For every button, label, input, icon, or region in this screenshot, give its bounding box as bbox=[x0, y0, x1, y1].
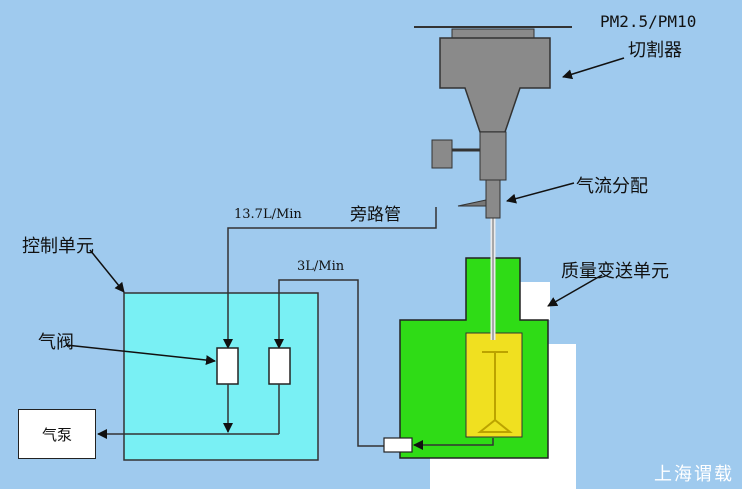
valve-pointer bbox=[65, 344, 216, 366]
valve-label: 气阀 bbox=[38, 332, 74, 353]
bypass-label: 旁路管 bbox=[350, 205, 401, 225]
flow-main-label: 13.7L/Min bbox=[234, 207, 302, 222]
cutter-label-line1: PM2.5/PM10 bbox=[600, 12, 697, 31]
mass-pointer bbox=[547, 274, 603, 307]
bypass-flow-line bbox=[223, 207, 437, 349]
control-pointer bbox=[89, 249, 125, 293]
control-unit-label: 控制单元 bbox=[22, 236, 94, 257]
cutter-label-line2: 切割器 bbox=[628, 40, 682, 61]
pump-label: 气泵 bbox=[41, 425, 72, 444]
bypass-tube bbox=[457, 199, 487, 207]
white-backdrop-small bbox=[520, 282, 550, 320]
mass-transfer-unit-label: 质量变送单元 bbox=[561, 261, 669, 282]
air-pump: 气泵 bbox=[18, 409, 96, 459]
oscillating-element bbox=[477, 351, 513, 433]
sample-flow-line bbox=[274, 279, 398, 447]
flow-splitter bbox=[485, 179, 501, 219]
valve-right bbox=[268, 347, 291, 385]
flow-splitter-label: 气流分配 bbox=[576, 176, 648, 197]
outlet-connector bbox=[383, 437, 413, 453]
valve-left bbox=[216, 347, 239, 385]
flow-sample-label: 3L/Min bbox=[297, 259, 345, 274]
side-knob bbox=[431, 139, 453, 169]
cutter-body bbox=[439, 37, 551, 133]
cutter-pointer bbox=[562, 57, 625, 80]
cutter-stem bbox=[479, 131, 507, 181]
splitter-pointer bbox=[506, 182, 575, 204]
outlet-line bbox=[413, 438, 494, 450]
watermark: 上海谓载 bbox=[654, 464, 734, 485]
